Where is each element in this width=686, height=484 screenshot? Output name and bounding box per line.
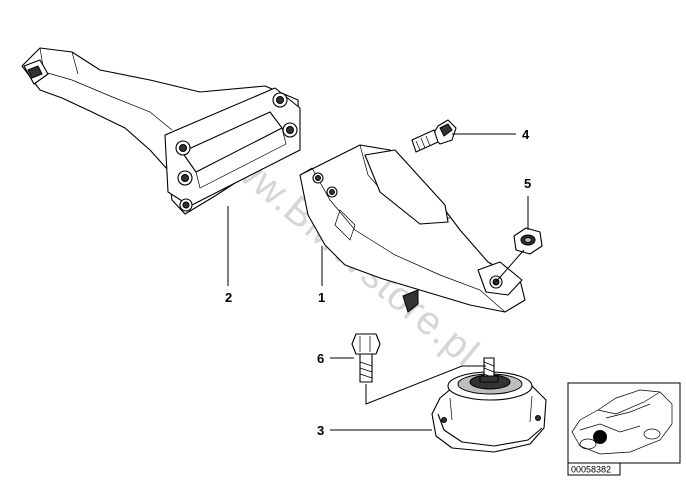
callout-3: 3 (317, 423, 324, 438)
location-marker-dot (593, 430, 607, 444)
callout-6: 6 (317, 351, 324, 366)
leader-lines (227, 133, 529, 431)
vehicle-location-thumbnail: 00058382 (567, 382, 681, 476)
callout-4: 4 (522, 127, 530, 142)
callout-5: 5 (524, 176, 531, 191)
reference-code: 00058382 (571, 465, 611, 475)
callout-1: 1 (318, 290, 325, 305)
part-1-engine-mount-bracket[interactable] (299, 144, 526, 313)
part-3-rubber-engine-mount[interactable] (431, 357, 547, 453)
part-6-bolt[interactable] (351, 333, 381, 383)
part-4-hex-bolt[interactable] (411, 119, 457, 153)
part-2-engine-support-bracket[interactable] (21, 47, 301, 215)
callout-2: 2 (225, 290, 232, 305)
part-5-hex-nut[interactable] (513, 227, 543, 255)
